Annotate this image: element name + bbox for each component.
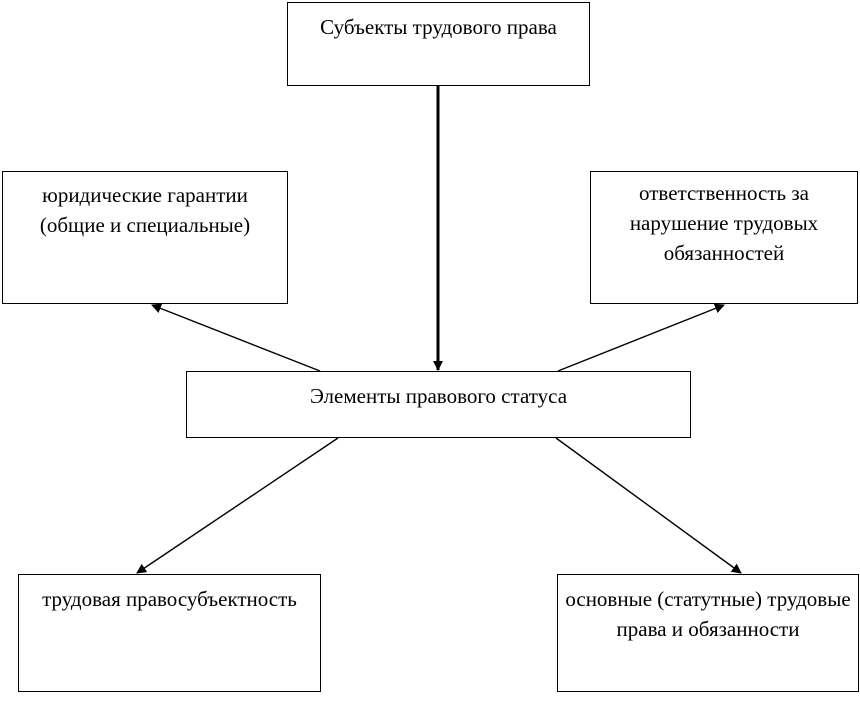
- node-legal-guarantees: юридические гарантии (общие и специальны…: [2, 171, 288, 304]
- node-labor-legal-personality: трудовая правосубъектность: [18, 574, 321, 692]
- node-legal-status-elements: Элементы правового статуса: [186, 371, 691, 438]
- node-basic-rights-duties: основные (статутные) трудовые права и об…: [557, 574, 859, 692]
- arrow-center-to-bottom-left: [136, 437, 339, 574]
- arrow-center-to-right: [557, 303, 725, 372]
- node-responsibility: ответственность за нарушение трудовых об…: [590, 171, 858, 304]
- node-basic-rights-duties-label: основные (статутные) трудовые права и об…: [565, 587, 851, 641]
- node-legal-guarantees-label: юридические гарантии (общие и специальны…: [39, 183, 251, 237]
- node-labor-law-subjects-label: Субъекты трудового права: [320, 15, 557, 39]
- arrow-center-to-left: [151, 303, 321, 372]
- node-labor-law-subjects: Субъекты трудового права: [287, 2, 590, 86]
- node-legal-status-elements-label: Элементы правового статуса: [309, 384, 568, 408]
- arrow-center-to-bottom-right: [555, 437, 742, 574]
- node-responsibility-label: ответственность за нарушение трудовых об…: [629, 181, 819, 265]
- node-labor-legal-personality-label: трудовая правосубъектность: [42, 587, 297, 611]
